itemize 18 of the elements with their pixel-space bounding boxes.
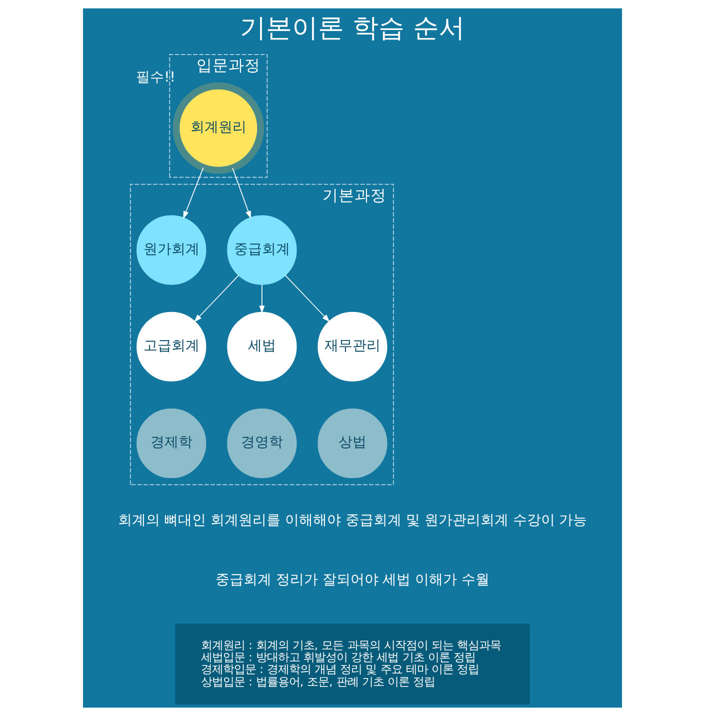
node-box: 회계원리 : 회계의 기초, 모든 과목의 시작점이 되는 핵심과목 세법입문 : 방대하고 휘발성이 강한 세법 기초 이론 정립 경제학입문 : 경제학의 개념 정리 및 주요 테마 이론 정립 상법입문 : 법률용어, 조문, 판례 기초 이론 정립 <box>175 624 530 705</box>
arrow <box>284 274 330 322</box>
node-circle: 경영학 <box>227 408 297 478</box>
node-circle: 고급회계 <box>136 312 206 382</box>
node-circle: 재무관리 <box>318 312 388 382</box>
arrow <box>183 167 204 219</box>
node-circle: 중급회계 <box>227 215 297 285</box>
arrow <box>232 168 251 219</box>
arrow <box>194 274 240 322</box>
node-circle: 경제학 <box>136 408 206 478</box>
diagram-title: 기본이론 학습 순서 <box>240 13 465 44</box>
node-circle: 회계원리 <box>172 82 264 174</box>
node-circle: 원가회계 <box>136 215 206 285</box>
node-circle: 상법 <box>318 408 388 478</box>
node-circle: 세법 <box>227 312 297 382</box>
label: 중급회계 정리가 잘되어야 세법 이해가 수월 <box>215 572 490 588</box>
label: 회계의 뼈대인 회계원리를 이해해야 중급회계 및 원가관리회계 수강이 가능 <box>118 512 588 529</box>
arrow <box>259 284 265 314</box>
